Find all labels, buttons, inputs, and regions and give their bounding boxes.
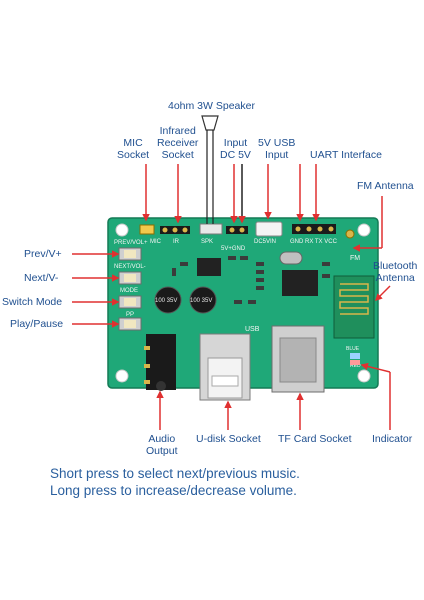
usb5v-socket xyxy=(255,221,283,237)
cap-label: 100 35V xyxy=(155,298,177,304)
uart-label: UART Interface xyxy=(310,149,382,161)
mic-header xyxy=(139,224,155,235)
silk-usb: USB xyxy=(245,326,260,333)
infrared-label: Infrared Receiver Socket xyxy=(157,125,198,161)
indicator-label: Indicator xyxy=(372,433,413,445)
next-label: Next/V- xyxy=(24,272,59,284)
mount-hole xyxy=(115,223,129,237)
mic-label-line2: Socket xyxy=(117,149,150,161)
power-pins xyxy=(226,226,248,234)
tf-label: TF Card Socket xyxy=(278,433,352,445)
udisk-label: U-disk Socket xyxy=(196,433,261,445)
mount-hole xyxy=(357,369,371,383)
input-label-line1: Input xyxy=(223,137,248,149)
fm-antenna-pad xyxy=(345,229,355,239)
usb5v-label-line2: Input xyxy=(265,149,289,161)
infrared-label-line1: Infrared xyxy=(159,125,196,137)
silk-spk: SPK xyxy=(201,239,213,245)
bluetooth-label-line2: Antenna xyxy=(375,272,415,284)
silk-uart: GND RX TX VCC xyxy=(290,239,338,245)
infrared-label-line3: Socket xyxy=(161,149,194,161)
audio-label: Audio Output xyxy=(146,433,178,457)
capacitors: 100 35V 100 35V xyxy=(154,286,217,314)
audio-label-line2: Output xyxy=(146,445,178,457)
speaker-icon xyxy=(201,115,219,224)
callout-arrows xyxy=(142,164,391,302)
blue-led xyxy=(350,353,360,359)
smd-components xyxy=(172,256,330,304)
silk-pp: PP xyxy=(126,312,134,318)
play-label: Play/Pause xyxy=(10,318,64,330)
bottom-callout-arrows xyxy=(156,362,391,430)
silk-ir: IR xyxy=(173,239,180,245)
silk-red: RED xyxy=(350,363,361,369)
usb5v-label-line1: 5V USB xyxy=(258,137,296,149)
silk-blue: BLUE xyxy=(346,346,360,352)
mode-label: Switch Mode xyxy=(2,296,63,308)
audio-label-line1: Audio xyxy=(148,433,176,445)
silk-mic: MIC xyxy=(150,239,162,245)
mount-hole xyxy=(357,223,371,237)
main-chip xyxy=(282,270,318,296)
spk-pins xyxy=(199,223,223,235)
uart-header xyxy=(292,224,336,234)
audio-jack xyxy=(146,334,176,390)
cap-label: 100 35V xyxy=(190,298,212,304)
silk-power: 5V+GND xyxy=(221,246,246,252)
crystal xyxy=(279,251,303,265)
mount-hole xyxy=(115,369,129,383)
left-callout-arrows xyxy=(72,250,120,328)
prev-label: Prev/V+ xyxy=(24,248,62,260)
silk-mode: MODE xyxy=(120,288,138,294)
usb5v-label: 5V USB Input xyxy=(258,137,295,161)
infrared-label-line2: Receiver xyxy=(157,137,199,149)
fm-antenna-label: FM Antenna xyxy=(357,180,414,192)
mic-label-line1: MIC xyxy=(123,137,143,149)
input-label-line2: DC 5V xyxy=(220,149,251,161)
note-line1: Short press to select next/previous musi… xyxy=(50,466,300,481)
silk-usbin: DC5VIN xyxy=(254,239,276,245)
amp-chip xyxy=(197,258,221,276)
bluetooth-label: Bluetooth Antenna xyxy=(373,260,417,284)
ir-header xyxy=(160,226,190,234)
note-line2: Long press to increase/decrease volume. xyxy=(50,483,297,498)
silk-prev: PREV/VOL+ xyxy=(114,240,148,246)
red-led xyxy=(350,360,360,365)
mic-label: MIC Socket xyxy=(117,137,149,161)
input-label: Input DC 5V xyxy=(220,137,251,161)
speaker-label: 4ohm 3W Speaker xyxy=(168,100,255,112)
bluetooth-label-line1: Bluetooth xyxy=(373,260,418,272)
silk-fm: FM xyxy=(350,255,360,262)
silk-next: NEXT/VOL- xyxy=(114,264,146,270)
